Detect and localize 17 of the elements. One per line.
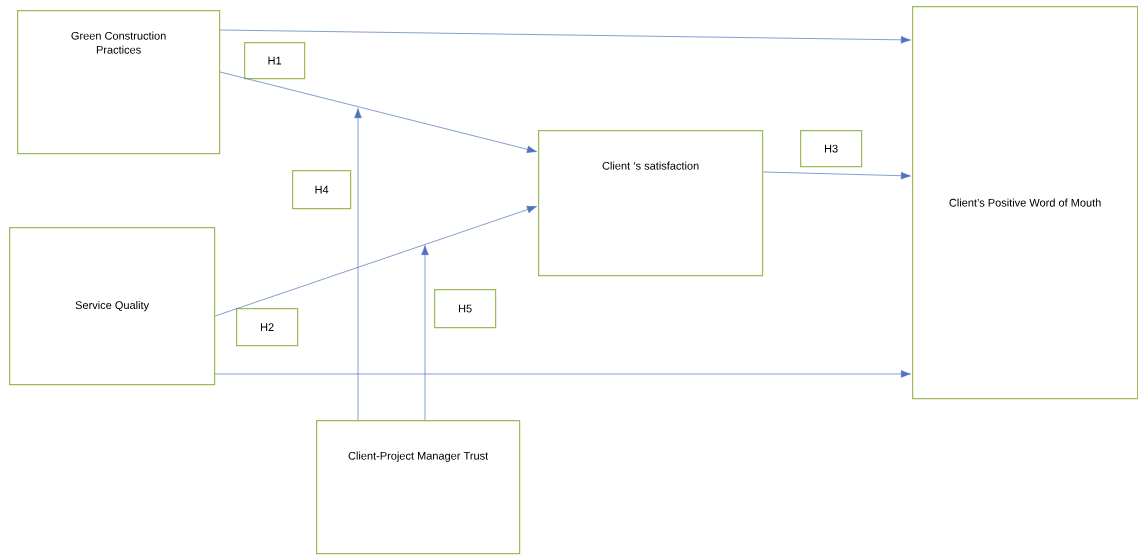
arrow xyxy=(219,71,537,154)
hypothesis-box: H5 xyxy=(434,289,497,329)
hypothesis-box: H4 xyxy=(292,170,352,210)
concept-box: Client’s Positive Word of Mouth xyxy=(912,6,1138,400)
hypothesis-box: H1 xyxy=(244,42,306,80)
arrow xyxy=(421,245,429,421)
hypothesis-box: H3 xyxy=(800,130,863,168)
hypothesis-box: H2 xyxy=(236,308,299,347)
arrow xyxy=(762,171,911,180)
concept-box: Client ‘s satisfaction xyxy=(538,130,764,277)
arrow xyxy=(214,370,911,378)
concept-box: Service Quality xyxy=(9,227,216,386)
concept-box: Green Construction Practices xyxy=(17,10,221,155)
arrow xyxy=(354,108,362,421)
concept-box: Client-Project Manager Trust xyxy=(316,420,521,555)
arrow xyxy=(214,205,537,317)
arrow xyxy=(219,29,911,44)
